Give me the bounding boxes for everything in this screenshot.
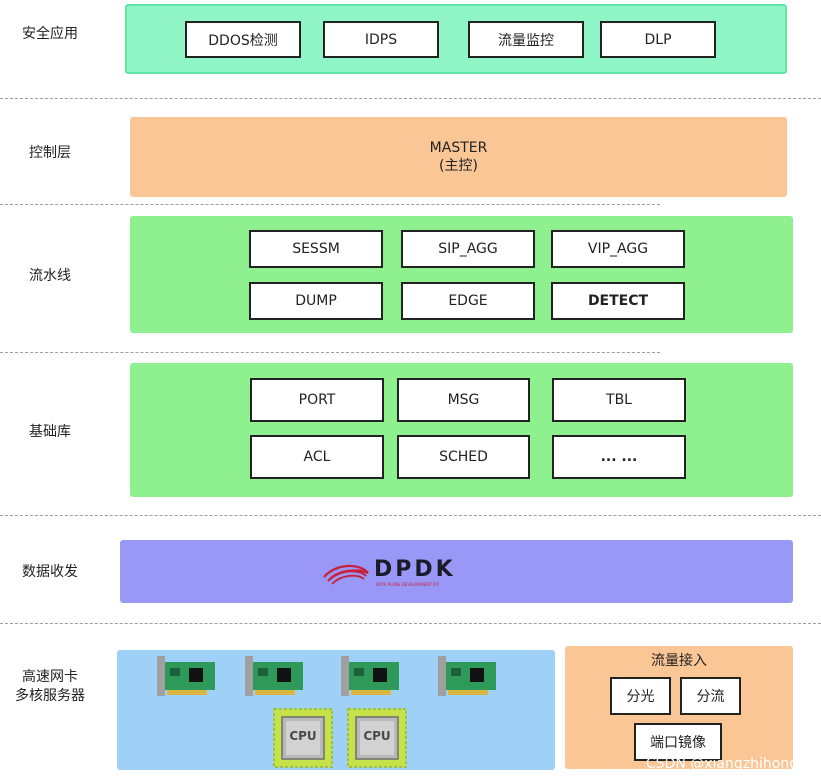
access-box: 端口镜像: [634, 723, 722, 761]
nic-card-icon: [438, 656, 496, 696]
dpdk-logo-subtext: DATA PLANE DEVELOPMENT KIT: [376, 582, 440, 587]
cpu-chip-icon: CPU: [347, 708, 407, 768]
master-title: MASTER: [429, 140, 488, 156]
layer-label-control: 控制层: [29, 145, 71, 161]
master-panel: [130, 117, 787, 197]
security-box: DDOS检测: [185, 21, 301, 58]
pipeline-box: SESSM: [249, 230, 383, 268]
nic-card-icon: [341, 656, 399, 696]
separator: [0, 98, 821, 99]
layer-label-base: 基础库: [29, 424, 71, 440]
nic-card-icon: [245, 656, 303, 696]
pipeline-box: DETECT: [551, 282, 685, 320]
master-label: MASTER (主控): [130, 139, 787, 175]
base-box: ... ...: [552, 435, 686, 479]
security-box: 流量监控: [468, 21, 584, 58]
layer-label-hardware-2: 多核服务器: [15, 688, 85, 704]
cpu-label: CPU: [289, 729, 317, 743]
base-box: ACL: [250, 435, 384, 479]
base-box: PORT: [250, 378, 384, 422]
separator: [0, 352, 660, 353]
base-box: SCHED: [397, 435, 530, 479]
dpdk-logo-text: DPDK: [374, 557, 456, 582]
pipeline-box: EDGE: [401, 282, 535, 320]
access-box: 分流: [680, 677, 741, 715]
security-box: IDPS: [323, 21, 439, 58]
layer-label-pipeline: 流水线: [29, 268, 71, 284]
dpdk-logo: DPDK DATA PLANE DEVELOPMENT KIT: [320, 557, 490, 591]
security-box: DLP: [600, 21, 716, 58]
cpu-label: CPU: [363, 729, 391, 743]
watermark: CSDN @xiangzhihong8: [645, 756, 807, 772]
separator: [0, 623, 821, 624]
base-box: TBL: [552, 378, 686, 422]
traffic-access-title: 流量接入: [651, 653, 707, 669]
pipeline-box: DUMP: [249, 282, 383, 320]
dpdk-swoosh-icon: [323, 564, 369, 585]
layer-label-security: 安全应用: [22, 26, 78, 42]
pipeline-box: SIP_AGG: [401, 230, 535, 268]
access-box: 分光: [610, 677, 671, 715]
base-box: MSG: [397, 378, 530, 422]
nic-card-icon: [157, 656, 215, 696]
layer-label-hardware-1: 高速网卡: [22, 669, 78, 685]
io-panel: [120, 540, 793, 603]
master-subtitle: (主控): [439, 158, 478, 174]
layer-label-io: 数据收发: [22, 564, 78, 580]
separator: [0, 515, 821, 516]
pipeline-box: VIP_AGG: [551, 230, 685, 268]
cpu-chip-icon: CPU: [273, 708, 333, 768]
separator: [0, 204, 660, 205]
